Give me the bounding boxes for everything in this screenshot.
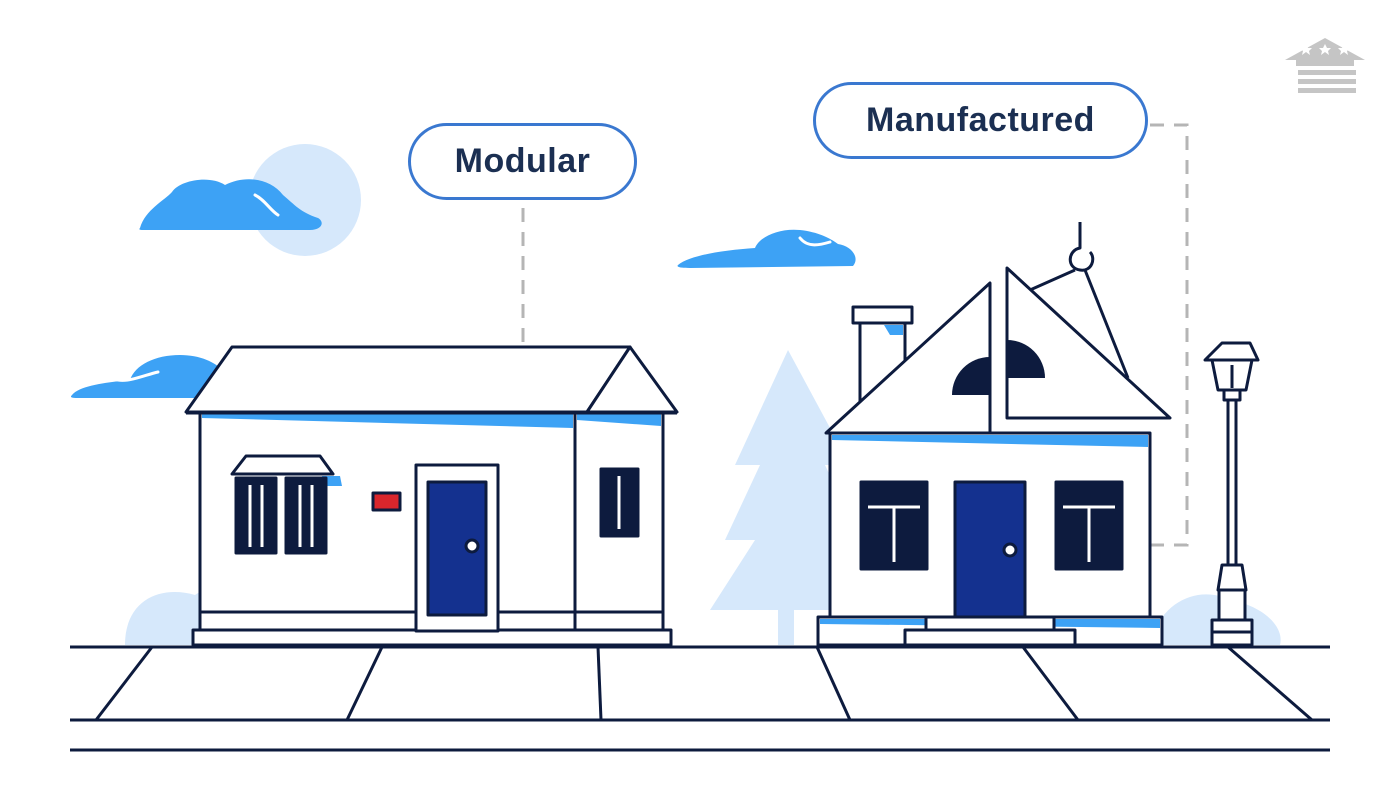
attic-window-right (1007, 340, 1045, 378)
street-lamp (1203, 341, 1260, 647)
window-awning (230, 454, 335, 476)
modular-window-left (234, 476, 278, 555)
cloud-top-left (139, 179, 322, 230)
manufactured-door-knob (1002, 542, 1018, 558)
sidewalk (70, 645, 1330, 752)
crane-hook-icon (1068, 222, 1095, 272)
attic-window-left (952, 357, 990, 395)
modular-label: Modular (408, 123, 637, 200)
crane-cable-right (1083, 269, 1130, 379)
chimney-cap (851, 305, 914, 325)
pine-tree (710, 350, 866, 645)
lamp-head-icon (1203, 341, 1260, 362)
cloud-center (677, 229, 856, 268)
manufactured-house (816, 222, 1172, 647)
modular-roof (184, 345, 632, 414)
crane-cable-left (1029, 268, 1076, 292)
modular-house (184, 345, 679, 647)
house-with-stars-logo-icon (1285, 38, 1365, 93)
manufactured-connector (1150, 123, 1189, 547)
clouds (70, 179, 856, 398)
red-mailbox (371, 491, 402, 512)
modular-door-knob (464, 538, 480, 554)
connector-lines (521, 123, 1189, 547)
manufactured-label: Manufactured (813, 82, 1148, 159)
cloud-middle-left (70, 355, 225, 398)
modular-window-right (284, 476, 328, 555)
